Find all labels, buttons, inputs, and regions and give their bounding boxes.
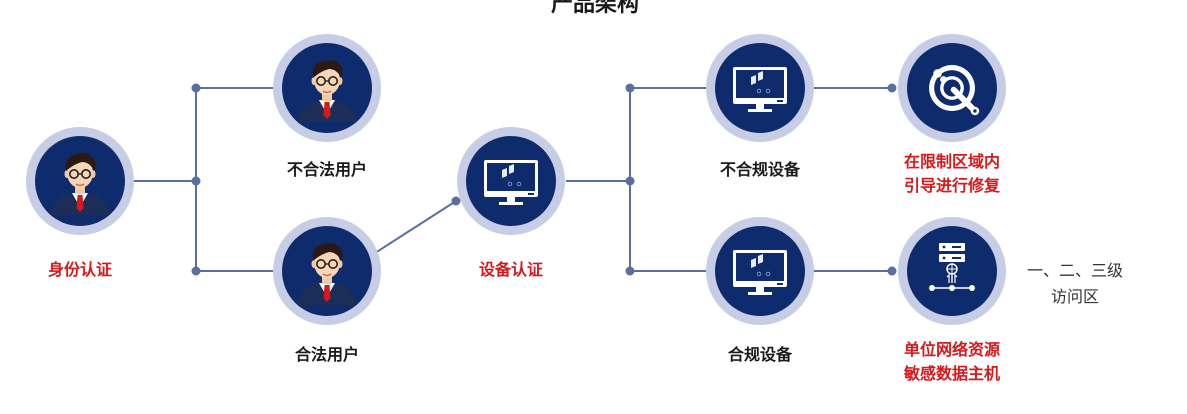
node-legal-user <box>273 217 381 325</box>
node-device-auth <box>457 127 565 235</box>
label-illegal-user: 不合法用户 <box>286 160 367 179</box>
label-resources-line2: 敏感数据主机 <box>903 364 1000 383</box>
node-noncompliant-device <box>706 34 814 142</box>
node-repair <box>898 34 1006 142</box>
label-access-zone-line1: 一、二、三级 <box>1026 261 1123 280</box>
node-compliant-device <box>706 217 814 325</box>
node-resources <box>898 217 1006 325</box>
label-identity-auth: 身份认证 <box>47 260 112 279</box>
label-repair-line1: 在限制区域内 <box>903 152 1000 171</box>
label-noncompliant-device: 不合规设备 <box>719 160 800 179</box>
label-access-zone-line2: 访问区 <box>1050 287 1099 306</box>
label-legal-user: 合法用户 <box>294 345 359 364</box>
connector-dots <box>191 83 897 276</box>
diagram-title: 产品架构 <box>550 0 639 17</box>
label-compliant-device: 合规设备 <box>727 345 792 364</box>
label-device-auth: 设备认证 <box>478 260 543 279</box>
node-illegal-user <box>273 34 381 142</box>
label-repair-line2: 引导进行修复 <box>903 176 1000 195</box>
label-resources-line1: 单位网络资源 <box>903 340 1000 359</box>
node-identity-auth <box>26 127 134 235</box>
